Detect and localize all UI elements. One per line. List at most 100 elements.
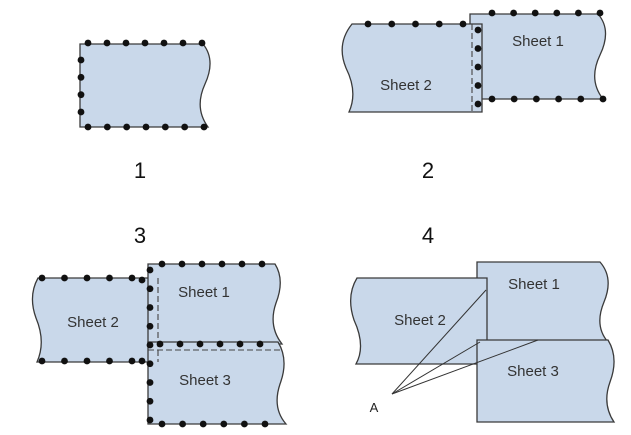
- panel-4-number: 4: [422, 223, 434, 248]
- fastener-dot: [533, 95, 540, 103]
- fastener-dot: [156, 340, 164, 348]
- fastener-dot: [122, 39, 130, 47]
- panel-3-sheet-3-label: Sheet 3: [179, 372, 231, 389]
- fastener-dot: [474, 82, 482, 89]
- fastener-dot: [103, 39, 111, 47]
- fastener-dot: [61, 274, 68, 282]
- panel-3-sheet-2-label: Sheet 2: [67, 314, 119, 331]
- fastener-dot: [218, 260, 226, 268]
- panel-4-sheet-1-label: Sheet 1: [508, 276, 560, 293]
- panel-3: 3 Sheet 1 Sheet 2 Sheet 3: [31, 223, 288, 428]
- fastener-dot: [128, 274, 136, 282]
- panel-1-sheet: [79, 43, 211, 128]
- fastener-dot: [388, 20, 396, 28]
- callout-line-1: [391, 289, 487, 395]
- fastener-dot: [575, 9, 582, 17]
- callout-line-3: [391, 339, 539, 395]
- fastener-dot: [77, 73, 85, 81]
- fastener-dot: [364, 20, 372, 28]
- panel-2-sheet-2-label: Sheet 2: [380, 77, 432, 94]
- panel-1-number: 1: [134, 158, 146, 183]
- fastener-dot: [103, 123, 111, 131]
- panel-1: 1: [77, 39, 211, 183]
- fastener-dot: [199, 420, 207, 428]
- fastener-dot: [510, 95, 518, 103]
- fastener-dot: [258, 260, 266, 268]
- fastener-dot: [555, 95, 562, 103]
- fastener-dot: [146, 397, 154, 405]
- panel-4-sheet-1: [476, 261, 610, 343]
- panel-3-sheet-3: [147, 341, 288, 425]
- panel-4: 4 Sheet 1 Sheet 2 Sheet 3 A: [350, 223, 616, 423]
- fastener-dot: [474, 26, 482, 34]
- callout-line-2: [391, 341, 481, 395]
- fastener-dot: [146, 266, 154, 274]
- fastener-dot: [160, 39, 168, 47]
- fastener-dot: [178, 260, 186, 268]
- fastener-dot: [84, 123, 92, 131]
- panel-4-sheet-3-label: Sheet 3: [507, 363, 559, 380]
- fastener-dot: [412, 20, 419, 28]
- fastener-dot: [488, 9, 496, 17]
- panel-2-fasteners: [364, 9, 607, 108]
- panel-3-fasteners: [38, 260, 269, 428]
- panel-2-sheet-1-label: Sheet 1: [512, 33, 564, 50]
- fastener-dot: [146, 360, 154, 368]
- fastener-dot: [474, 63, 482, 71]
- fastener-dot: [196, 340, 204, 348]
- fastener-dot: [83, 274, 91, 282]
- fastener-dot: [179, 39, 187, 47]
- fastener-dot: [123, 123, 131, 131]
- fastener-dot: [161, 123, 169, 131]
- fastener-dot: [146, 341, 154, 349]
- fastener-dot: [256, 340, 264, 348]
- fastener-dot: [198, 260, 206, 268]
- panel-2: Sheet 1 Sheet 2 2: [341, 9, 607, 183]
- fastener-dot: [216, 340, 224, 348]
- fastener-dot: [200, 123, 208, 131]
- fastener-dot: [531, 9, 539, 17]
- panel-2-number: 2: [422, 158, 434, 183]
- panel-4-sheet-2-label: Sheet 2: [394, 312, 446, 329]
- fastener-dot: [238, 260, 246, 268]
- fastener-dot: [106, 357, 113, 365]
- fastener-dot: [459, 20, 467, 28]
- fastener-dot: [236, 340, 244, 348]
- fastener-dot: [146, 322, 154, 330]
- fastener-dot: [138, 357, 146, 365]
- fastener-dot: [138, 276, 146, 284]
- fastener-dot: [84, 39, 92, 47]
- fastener-dot: [128, 357, 136, 365]
- fastener-dot: [146, 285, 154, 293]
- fastener-dot: [146, 416, 154, 424]
- fastener-dot: [179, 420, 187, 428]
- panel-3-sheet-2: [31, 277, 161, 363]
- fastener-dot: [146, 379, 154, 386]
- fastener-dot: [38, 274, 46, 282]
- fastener-dot: [510, 9, 517, 17]
- fastener-dot: [141, 39, 149, 47]
- fastener-dot: [61, 357, 68, 365]
- fastener-dot: [435, 20, 443, 28]
- fastener-dot: [176, 340, 184, 348]
- fastener-dot: [474, 100, 482, 108]
- fastener-dot: [77, 91, 85, 99]
- fastener-dot: [599, 95, 607, 103]
- fastener-dot: [181, 123, 189, 131]
- fastener-dot: [596, 9, 604, 17]
- fastener-dot: [553, 9, 561, 17]
- fastener-dot: [577, 95, 585, 103]
- panel-4-sheet-2: [350, 277, 488, 365]
- panel-2-sheet-1: [469, 13, 607, 100]
- fastener-dot: [83, 357, 91, 365]
- callout-label-a: A: [370, 400, 379, 415]
- fastener-dot: [38, 357, 46, 365]
- fastener-dot: [77, 108, 85, 116]
- panel-2-sheet-2: [341, 23, 483, 113]
- panel-3-number: 3: [134, 223, 146, 248]
- fastener-dot: [241, 420, 248, 428]
- fastener-dot: [146, 304, 154, 311]
- fastener-dot: [220, 420, 228, 428]
- fastener-dot: [77, 56, 85, 64]
